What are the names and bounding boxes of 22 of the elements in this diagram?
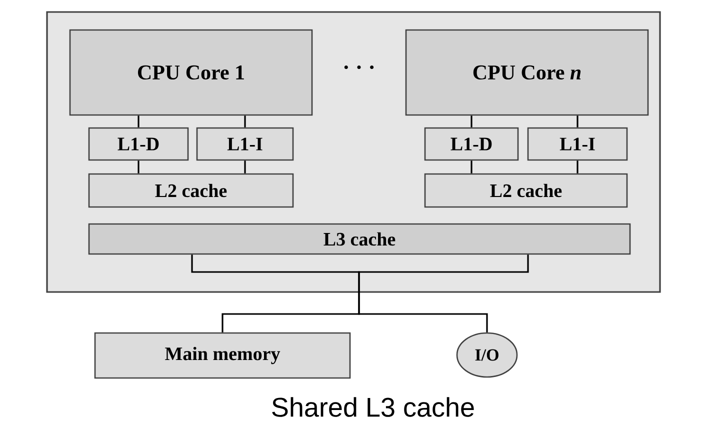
cache-box: L3 cache <box>88 223 631 255</box>
core-box: CPU Core n <box>405 29 649 116</box>
connector-line <box>244 160 246 174</box>
connector-line <box>358 254 529 332</box>
connector-line <box>576 160 578 174</box>
connector-line <box>470 116 472 128</box>
connector-line <box>191 254 360 332</box>
cache-box: L2 cache <box>88 173 294 208</box>
cache-box: L1-D <box>88 127 189 161</box>
connector-line <box>138 160 140 174</box>
memory-box: Main memory <box>94 332 351 379</box>
core-box: CPU Core 1 <box>69 29 313 116</box>
cache-box: L1-I <box>527 127 628 161</box>
connector-line <box>470 160 472 174</box>
cache-box: L1-I <box>196 127 294 161</box>
connector-line <box>138 116 140 128</box>
cache-box: L2 cache <box>424 173 628 208</box>
connector-line <box>576 116 578 128</box>
caption: Shared L3 cache <box>272 397 474 417</box>
connector-line <box>244 116 246 128</box>
ellipsis: · · · <box>344 65 374 70</box>
cache-box: L1-D <box>424 127 519 161</box>
